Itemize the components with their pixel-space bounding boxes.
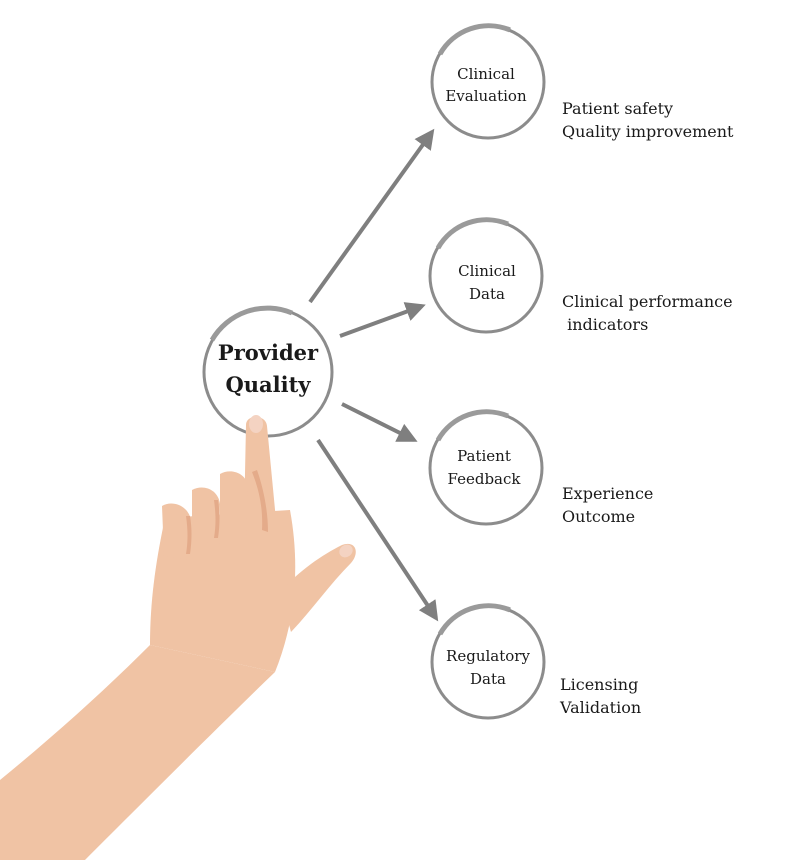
detail-text: indicators xyxy=(562,315,648,334)
center-node-brush-stroke xyxy=(209,305,293,342)
node-regulatory-data: Regulatory Data xyxy=(430,603,546,720)
arrow-to-patient-feedback xyxy=(341,402,418,442)
arrow-to-clinical-data xyxy=(339,302,426,338)
detail-texts: Patient safety Quality improvement Clini… xyxy=(559,99,734,717)
detail-text: Validation xyxy=(559,698,641,717)
node-ring-brush-stroke xyxy=(437,23,511,56)
arrow-to-clinical-evaluation xyxy=(308,128,435,304)
node-label-line1: Regulatory xyxy=(446,647,530,665)
detail-text: Experience xyxy=(562,484,653,503)
node-label-line2: Evaluation xyxy=(445,87,527,105)
node-label-line2: Data xyxy=(470,670,506,688)
pointing-hand-icon xyxy=(0,415,356,860)
node-clinical-data: Clinical Data xyxy=(428,217,544,334)
node-ring-brush-stroke xyxy=(435,409,509,442)
detail-text: Licensing xyxy=(560,675,638,694)
node-label-line2: Data xyxy=(469,285,505,303)
detail-text: Outcome xyxy=(562,507,635,526)
node-ring-brush-stroke xyxy=(437,603,511,636)
detail-text: Patient safety xyxy=(562,99,673,118)
detail-text: Quality improvement xyxy=(562,122,734,141)
center-node-title-line2: Quality xyxy=(225,372,311,397)
arrows xyxy=(308,128,439,622)
detail-text: Clinical performance xyxy=(562,292,733,311)
node-label-line1: Clinical xyxy=(458,262,516,280)
node-clinical-evaluation: Clinical Evaluation xyxy=(430,23,546,140)
center-node-title-line1: Provider xyxy=(218,340,319,365)
node-patient-feedback: Patient Feedback xyxy=(428,409,544,526)
node-label-line1: Patient xyxy=(457,447,511,465)
node-label-line2: Feedback xyxy=(448,470,522,488)
arrow-to-regulatory-data xyxy=(316,438,439,622)
node-ring-brush-stroke xyxy=(435,217,509,250)
node-label-line1: Clinical xyxy=(457,65,515,83)
center-node: Provider Quality xyxy=(202,305,334,438)
